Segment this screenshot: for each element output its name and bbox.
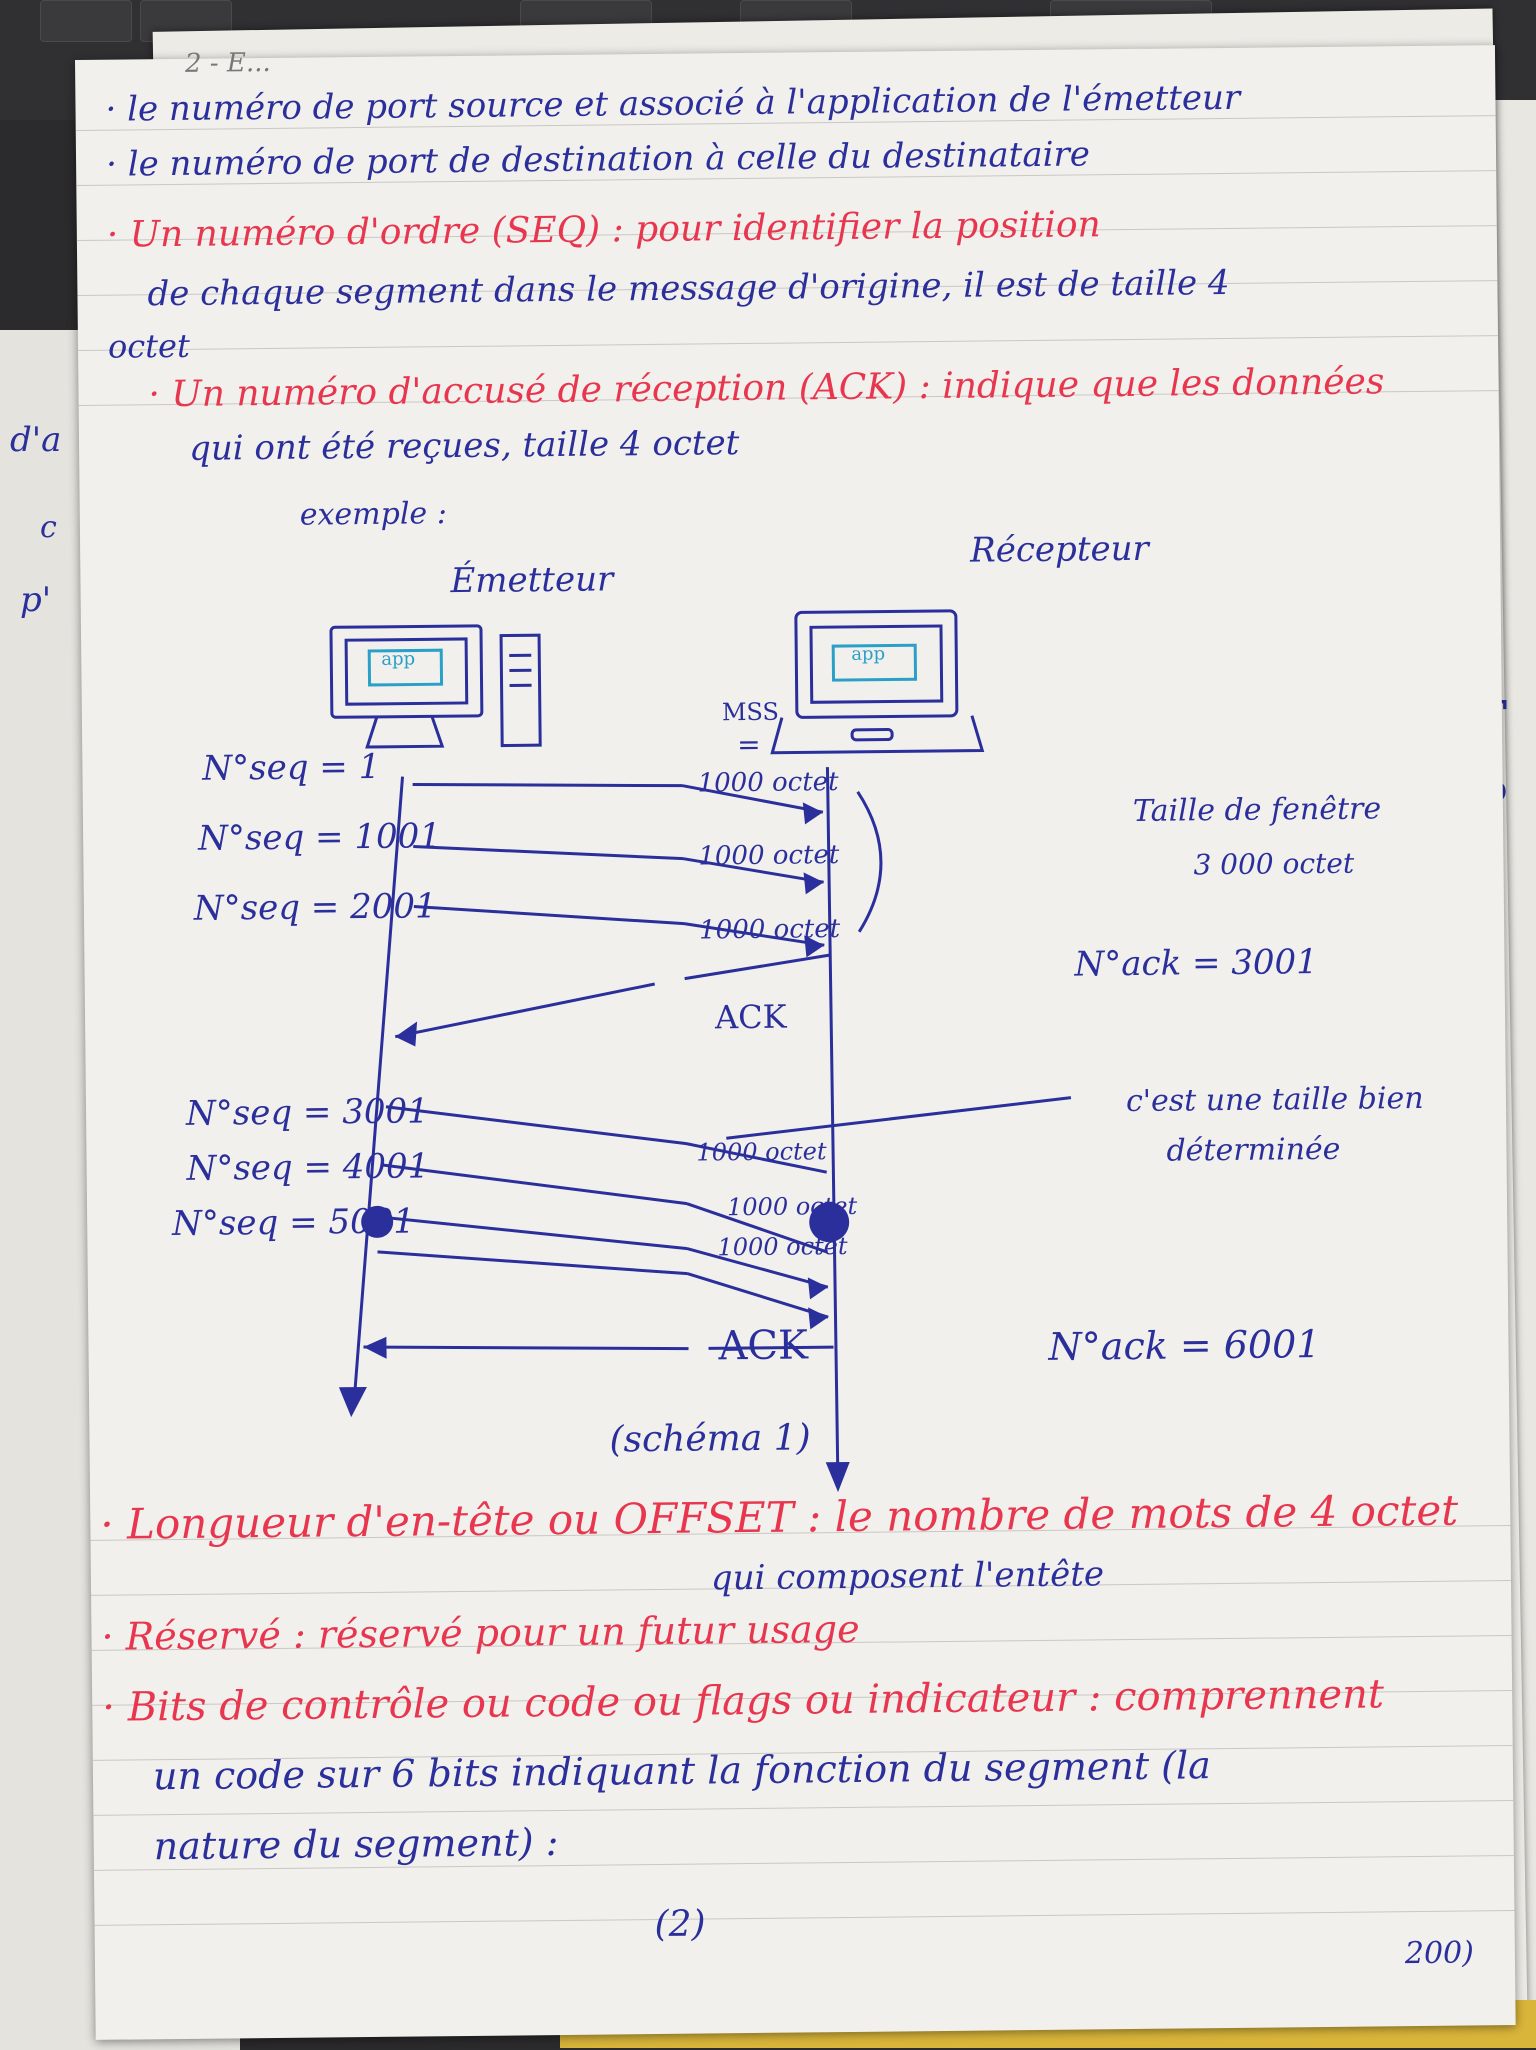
sender-tower	[501, 635, 540, 745]
arrowhead	[808, 1277, 828, 1299]
segment-arrow	[413, 780, 823, 816]
note-line: un code sur 6 bits indiquant la fonction…	[153, 1743, 1211, 1798]
sender-app-label: app	[381, 648, 415, 669]
tcp-exchange-diagram	[75, 45, 1510, 1510]
arrowhead	[808, 1307, 828, 1329]
receiver-base	[772, 716, 982, 753]
note-line: · Réservé : réservé pour un futur usage	[101, 1607, 860, 1659]
segment-arrow	[413, 842, 823, 886]
arrowhead	[363, 1337, 386, 1359]
sender-stand	[367, 716, 442, 747]
note-line: · Bits de contrôle ou code ou flags ou i…	[102, 1671, 1384, 1730]
receiver-app-label: app	[851, 644, 885, 665]
page-number: (2)	[654, 1904, 705, 1946]
arrowhead	[803, 802, 823, 824]
arrowhead	[395, 1021, 417, 1046]
segment-arrow	[414, 902, 824, 949]
margin-note: c	[40, 510, 57, 545]
keyboard-key	[40, 0, 132, 42]
window-bracket	[858, 792, 882, 932]
sender-timeline	[348, 777, 410, 1403]
segment-arrow	[386, 1102, 827, 1177]
ack-arrow	[394, 955, 830, 1037]
note-line: nature du segment) :	[153, 1820, 558, 1868]
note-line: qui composent l'entête	[711, 1554, 1104, 1598]
arrowhead	[339, 1387, 367, 1417]
arrowhead	[826, 1462, 850, 1492]
margin-note: p'	[20, 580, 51, 620]
note-pointer	[726, 1098, 1071, 1139]
corner-note: 200)	[1405, 1935, 1474, 1971]
margin-note: d'a	[10, 420, 61, 460]
segment-arrow	[377, 1247, 828, 1322]
arrowhead	[804, 935, 824, 957]
ack-arrow	[363, 1342, 833, 1352]
arrowhead	[804, 872, 824, 894]
scribble-mark	[809, 1202, 849, 1242]
segment-arrow	[379, 1212, 828, 1292]
segment-arrow	[382, 1160, 828, 1257]
notebook-page: 2 - E... · le numéro de port source et a…	[75, 45, 1516, 2040]
